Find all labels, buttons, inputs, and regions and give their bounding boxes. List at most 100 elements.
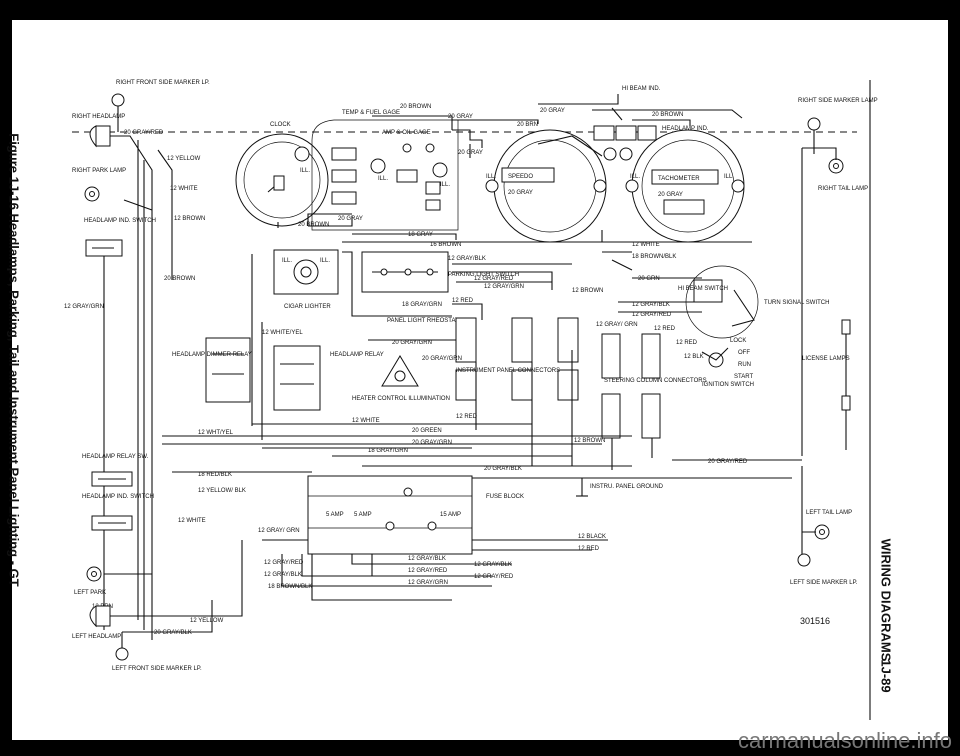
wire-right-feeds (572, 241, 752, 313)
heater-control-illumination (381, 355, 419, 387)
wire-label-12-gray-red-b: 12 GRAY/RED (408, 568, 448, 574)
wire-label-20-gray-speedo: 20 GRAY (508, 190, 533, 196)
wiring-diagram: RIGHT FRONT SIDE MARKER LP. RIGHT HEADLA… (64, 80, 878, 720)
wire-label-12-gray-red-l: 12 GRAY/RED (264, 560, 304, 566)
label-headlamp-relay: HEADLAMP RELAY (330, 352, 384, 358)
left-side-marker-lamp (797, 553, 811, 567)
speedometer (485, 129, 607, 243)
label-steering-column-connectors: STEERING COLUMN CONNECTORS (604, 378, 707, 384)
wire-label-18-gray: 18 GRAY (408, 232, 433, 238)
figure-caption: Figure 1J-16 Headlamps, Parking, Tail an… (6, 133, 22, 587)
wire-label-12-white-yel: 12 WHITE/YEL (262, 330, 303, 336)
fuse-block (307, 475, 473, 555)
label-left-tail-lamp: LEFT TAIL LAMP (806, 510, 852, 516)
label-ill-cigar-l: ILL. (282, 258, 292, 264)
right-park-lamp (84, 186, 100, 202)
label-cigar-lighter: CIGAR LIGHTER (284, 304, 331, 310)
wire-verticals (251, 254, 653, 470)
wire-label-12-blk: 12 BLK (684, 354, 704, 360)
license-lamps (841, 319, 851, 450)
wire-label-12-gray-grn: 12 GRAY/GRN (484, 284, 524, 290)
hi-beam-switch (685, 265, 759, 339)
wire-label-12-gray-red: 12 GRAY/RED (474, 276, 514, 282)
wire-label-12-red-fuse: 12 RED (578, 546, 600, 552)
figure-number: 301516 (800, 616, 831, 626)
instru-panel-ground (576, 478, 588, 497)
wire-clock-feed (277, 213, 353, 228)
label-headlamp-dimmer-relay: HEADLAMP DIMMER RELAY (172, 352, 252, 358)
diagram-sheet: RIGHT FRONT SIDE MARKER LP. RIGHT HEADLA… (12, 20, 948, 740)
label-ill-clock: ILL. (300, 168, 310, 174)
right-tail-lamp (828, 158, 844, 174)
label-left-headlamp: LEFT HEADLAMP (72, 634, 121, 640)
wire-label-12-red-mid: 12 RED (456, 414, 478, 420)
label-5-amp-b: 5 AMP (354, 512, 372, 518)
label-15-amp: 15 AMP (440, 512, 461, 518)
wire-label-18-brown-blk: 18 BROWN/BLK (632, 254, 676, 260)
wire-label-16-brown: 16 BROWN (430, 242, 461, 248)
left-park-lamp (86, 566, 102, 582)
headlamp-relay (273, 345, 321, 411)
label-5-amp-a: 5 AMP (326, 512, 344, 518)
wire-label-12-white-left: 12 WHITE (170, 186, 198, 192)
wire-20-gray-top (372, 115, 539, 130)
wire-label-12-red-ign: 12 RED (676, 340, 698, 346)
label-parking-light-switch: PARKING LIGHT SWITCH (448, 272, 519, 278)
wire-label-20-gray-cluster: 20 GRAY (458, 150, 483, 156)
label-right-tail-lamp: RIGHT TAIL LAMP (818, 186, 868, 192)
gage-cluster-outline (311, 119, 459, 231)
label-ill-temp: ILL. (378, 176, 388, 182)
wire-cluster-feed (452, 129, 483, 158)
wire-label-12-white-right: 12 WHITE (632, 242, 660, 248)
wire-label-20-gray-blk: 20 GRAY/BLK (484, 466, 522, 472)
label-instrument-panel-connectors: INSTRUMENT PANEL CONNECTORS (456, 368, 560, 374)
temp-fuel-gage (331, 147, 386, 205)
label-ill-tach-r: ILL. (724, 174, 734, 180)
wire-label-20-gray-top: 20 GRAY (448, 114, 473, 120)
label-headlamp-ind-switch: HEADLAMP IND. SWITCH (84, 218, 156, 224)
label-ill-amp: ILL. (440, 182, 450, 188)
instrument-panel-connectors (455, 317, 579, 401)
label-heater-control: HEATER CONTROL ILLUMINATION (352, 396, 450, 402)
wire-label-12-gray-red-r: 12 GRAY/RED (632, 312, 672, 318)
headlamp-dimmer-relay (205, 337, 251, 403)
wire-label-12-gray-red-c: 12 GRAY/RED (474, 574, 514, 580)
wire-label-12-gray-blk-r: 12 GRAY/BLK (632, 302, 670, 308)
wire-label-12-gray-blk-l: 12 GRAY/BLK (264, 572, 302, 578)
label-ill-speedo: ILL. (486, 174, 496, 180)
left-tail-lamp (814, 524, 830, 540)
left-front-side-marker-lamp (115, 632, 129, 661)
wire-left-lower-feeds (104, 540, 243, 633)
tachometer (625, 129, 745, 243)
wire-label-12-red: 12 RED (452, 298, 474, 304)
label-left-front-side-marker: LEFT FRONT SIDE MARKER LP. (112, 666, 202, 672)
label-ignition-switch: IGNITION SWITCH (702, 382, 754, 388)
label-left-side-marker: LEFT SIDE MARKER LP. (790, 580, 858, 586)
label-amp-oil-gage: AMP & OIL GAGE (382, 130, 431, 136)
wire-label-20-gray-ind: 20 GRAY (540, 108, 565, 114)
wire-label-12-gray-grn-left: 12 GRAY/GRN (64, 304, 104, 310)
headlamp-ind-switch-upper (85, 239, 123, 257)
wire-label-20-gray-red-top: 20 GRAY/RED (124, 130, 164, 136)
indicator-lamps (593, 125, 657, 161)
label-headlamp-ind-switch-lower: HEADLAMP IND. SWITCH (82, 494, 154, 500)
label-ill-tach-l: ILL. (630, 174, 640, 180)
label-lock: LOCK (730, 338, 746, 344)
steering-column-connectors (601, 333, 661, 439)
label-speedo: SPEEDO (508, 174, 533, 180)
label-right-front-side-marker: RIGHT FRONT SIDE MARKER LP. (116, 80, 210, 86)
page-number: 1J-89 (878, 659, 894, 693)
wire-label-20-grn: 20 GRN (638, 276, 660, 282)
fuse-block-harness (262, 539, 608, 601)
wire-label-20-gray-clock: 20 GRAY (338, 216, 363, 222)
amp-oil-gage (396, 143, 448, 211)
cigar-lighter (273, 249, 339, 295)
wire-red-blk-run (172, 459, 802, 473)
right-rear-harness (801, 147, 837, 456)
wire-label-20-brn: 20 BRN (517, 122, 538, 128)
wire-label-20-brown-right: 20 BROWN (652, 112, 683, 118)
wire-label-20-brown-clock: 20 BROWN (298, 222, 329, 228)
turn-signal-switch (731, 289, 755, 327)
wire-middle-runs (162, 423, 792, 479)
ignition-switch (701, 347, 729, 368)
